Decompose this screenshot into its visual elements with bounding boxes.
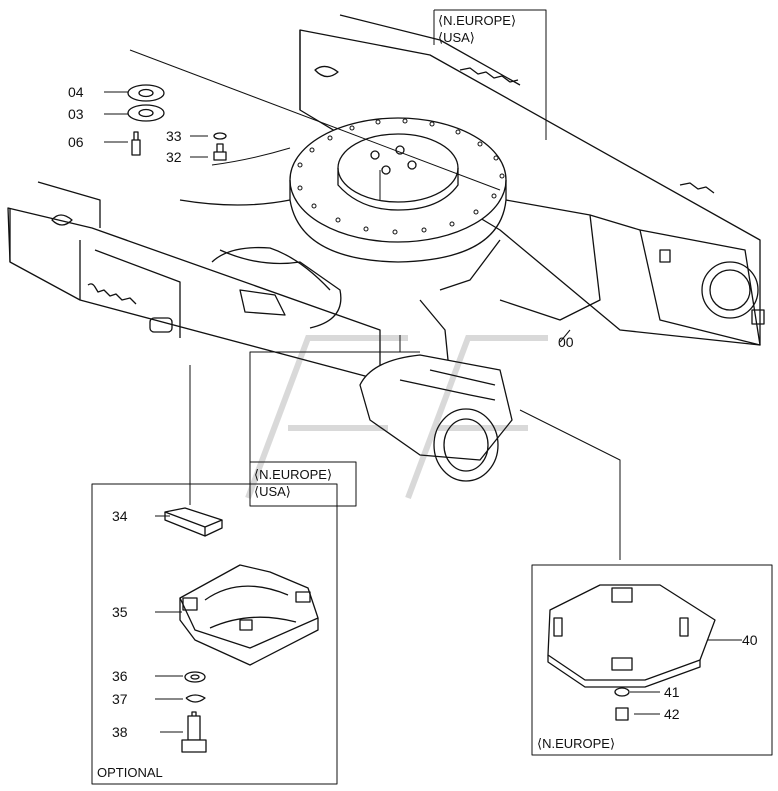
part-label-41: 41 <box>664 684 680 700</box>
part-label-37: 37 <box>112 691 128 707</box>
part-label-06: 06 <box>68 134 84 150</box>
part-label-36: 36 <box>112 668 128 684</box>
part-label-38: 38 <box>112 724 128 740</box>
note-bottom-right: ⟨N.EUROPE⟩ <box>537 736 616 751</box>
part-label-33: 33 <box>166 128 182 144</box>
part-label-03: 03 <box>68 106 84 122</box>
part-label-35: 35 <box>112 604 128 620</box>
part-label-40: 40 <box>742 632 758 648</box>
part-label-34: 34 <box>112 508 128 524</box>
part-label-32: 32 <box>166 149 182 165</box>
note-optional: OPTIONAL <box>97 765 163 780</box>
part-label-04: 04 <box>68 84 84 100</box>
part-label-00: 00 <box>558 334 574 350</box>
note-top-right: ⟨N.EUROPE⟩ ⟨USA⟩ <box>438 13 517 45</box>
part-label-42: 42 <box>664 706 680 722</box>
note-middle: ⟨N.EUROPE⟩ ⟨USA⟩ <box>254 467 333 499</box>
